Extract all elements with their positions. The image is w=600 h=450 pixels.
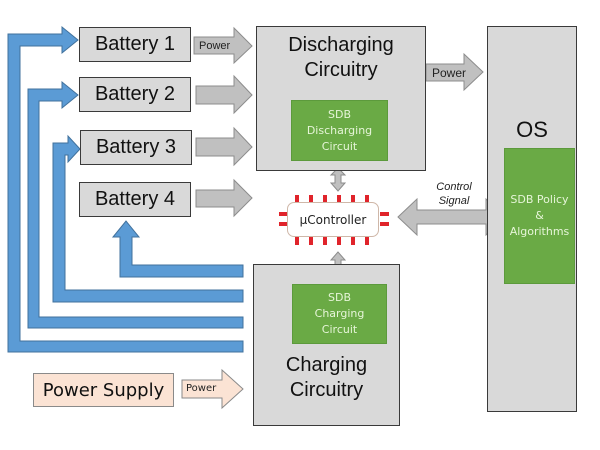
control-signal-label: Control Signal — [426, 180, 482, 208]
sdb-policy-line1: SDB Policy — [510, 193, 569, 206]
discharging-title-line2: Circuitry — [304, 59, 378, 81]
sdb-policy-line2: & — [535, 209, 544, 222]
battery-1-box: Battery 1 — [79, 27, 191, 62]
sdb-discharging-line3: Circuit — [321, 139, 358, 153]
discharging-title-line1: Discharging — [288, 34, 394, 56]
sdb-discharging-line2: Discharging — [306, 123, 373, 137]
os-title: OS — [516, 117, 548, 142]
power-arrow-supply — [181, 368, 244, 410]
power-arrow-battery-4 — [195, 178, 253, 218]
microcontroller-label: µController — [299, 212, 367, 227]
os-box: OS SDB Policy & Algorithms — [487, 26, 577, 412]
battery-2-label: Battery 2 — [94, 83, 176, 105]
os-power-label: Power — [432, 66, 467, 80]
microcontroller-box: µController — [287, 202, 379, 237]
battery-3-box: Battery 3 — [80, 130, 192, 165]
sdb-discharging-circuit: SDB Discharging Circuit — [291, 100, 388, 161]
sdb-policy-algorithms: SDB Policy & Algorithms — [504, 148, 575, 284]
control-signal-line1: Control — [436, 181, 472, 193]
battery-1-label: Battery 1 — [94, 33, 176, 55]
battery-4-box: Battery 4 — [79, 182, 191, 217]
controller-pins — [279, 195, 389, 245]
sdb-charging-line1: SDB — [328, 291, 351, 304]
sdb-charging-line2: Charging — [314, 307, 365, 320]
charge-arrow-battery-4 — [111, 220, 244, 278]
charging-title-line1: Charging — [285, 354, 368, 376]
charging-title: Charging Circuitry — [254, 353, 399, 403]
power-arrow-to-os — [425, 52, 484, 92]
charging-circuitry-box: SDB Charging Circuit Charging Circuitry — [253, 264, 400, 426]
power-arrow-battery-1 — [193, 26, 253, 65]
discharging-circuitry-box: Discharging Circuitry SDB Discharging Ci… — [256, 26, 426, 171]
power-arrow-battery-3 — [195, 126, 253, 167]
charge-arrow-battery-3 — [52, 134, 244, 303]
control-signal-line2: Signal — [438, 195, 470, 207]
sdb-charging-circuit: SDB Charging Circuit — [292, 284, 387, 344]
sdb-discharging-line1: SDB — [328, 107, 351, 121]
power-supply-label: Power Supply — [42, 379, 165, 401]
power-arrow-battery-2 — [195, 74, 253, 115]
power-supply-box: Power Supply — [33, 373, 174, 407]
charging-title-line2: Circuitry — [289, 379, 364, 401]
discharging-title: Discharging Circuitry — [257, 33, 425, 83]
battery-2-box: Battery 2 — [79, 77, 191, 112]
supply-power-label: Power — [186, 383, 217, 394]
battery-4-label: Battery 4 — [94, 188, 176, 210]
battery-3-label: Battery 3 — [95, 136, 177, 158]
sdb-charging-line3: Circuit — [321, 323, 358, 336]
bidirectional-arrow-discharging-controller — [329, 167, 347, 192]
charge-arrow-battery-1 — [7, 25, 244, 353]
battery-1-power-label: Power — [199, 40, 231, 52]
sdb-policy-line3: Algorithms — [509, 225, 570, 238]
charge-arrow-battery-2 — [27, 80, 244, 329]
